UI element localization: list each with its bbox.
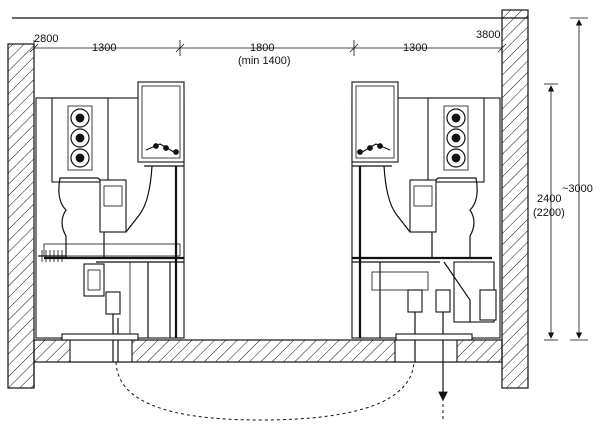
left-unit-width-label: 1300 bbox=[92, 42, 116, 54]
unit-height-label: 2400 bbox=[537, 193, 561, 205]
room-height-label: ~3000 bbox=[562, 183, 593, 195]
right-surge-arrester bbox=[479, 289, 497, 321]
floor-slab bbox=[33, 339, 503, 363]
left-offset-label: 2800 bbox=[34, 33, 58, 45]
left-switchgear-unit bbox=[35, 81, 185, 362]
right-wall bbox=[501, 9, 529, 389]
unit-height-alt-label: (2200) bbox=[533, 207, 565, 219]
right-lv-compartment bbox=[351, 81, 399, 163]
building-structure bbox=[7, 9, 529, 389]
left-wall bbox=[7, 43, 35, 389]
dimension-lines: 2800 1300 1800 (min 1400) 1300 3800 ~300… bbox=[29, 17, 593, 341]
right-busbar-insulators bbox=[443, 105, 469, 171]
right-cable-termination-a bbox=[407, 289, 423, 313]
left-current-transformer bbox=[83, 263, 105, 297]
left-busbar-insulators bbox=[67, 105, 93, 171]
left-earthing-comb bbox=[38, 250, 66, 262]
right-base-frame bbox=[395, 333, 473, 341]
right-offset-label: 3800 bbox=[476, 29, 500, 41]
left-cable-opening bbox=[69, 339, 133, 363]
right-cable-opening bbox=[394, 339, 458, 363]
aisle-width-label: 1800 bbox=[250, 42, 274, 54]
aisle-min-label: (min 1400) bbox=[238, 55, 291, 67]
left-cable-termination bbox=[105, 291, 121, 315]
right-cable-termination-b bbox=[435, 289, 451, 313]
cable-route-dashed bbox=[115, 361, 415, 421]
right-unit-width-label: 1300 bbox=[403, 42, 427, 54]
right-switchgear-unit bbox=[351, 81, 501, 402]
left-lv-compartment bbox=[137, 81, 185, 163]
left-base-frame bbox=[61, 333, 139, 341]
